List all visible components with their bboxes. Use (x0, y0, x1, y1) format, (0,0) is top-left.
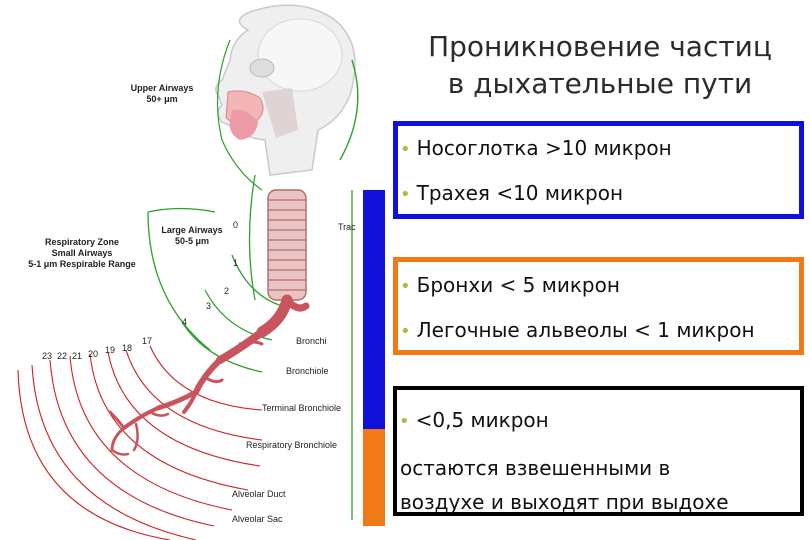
trachea-item: •Трахея <10 микрон (400, 181, 623, 205)
large-airways-title: Large Airways (161, 225, 222, 235)
generation-19: 19 (105, 345, 115, 355)
generation-17: 17 (142, 336, 152, 346)
bronchi-text: Бронхи < 5 микрон (416, 273, 620, 297)
small-particles-text: <0,5 микрон (415, 408, 549, 432)
title-line-2: в дыхательные пути (447, 67, 753, 100)
lower-zone-bar (363, 429, 385, 526)
bullet-icon: • (400, 276, 411, 297)
nasopharynx-item: •Носоглотка >10 микрон (400, 136, 672, 160)
upper-airways-label: Upper Airways 50+ μm (131, 83, 194, 104)
head-illustration (215, 4, 359, 191)
terminal-bronchiole-label: Terminal Bronchiole (262, 403, 341, 413)
zone-boundary-lines (147, 174, 353, 520)
nasopharynx-text: Носоглотка >10 микрон (416, 136, 672, 160)
respirable-range: 5-1 μm Respirable Range (28, 259, 136, 269)
trachea-text: Трахея <10 микрон (416, 181, 624, 205)
large-airways-label: Large Airways 50-5 μm (161, 225, 222, 246)
generation-21: 21 (72, 351, 82, 361)
bullet-icon: • (400, 321, 411, 342)
generation-numbers: 0 1 2 3 4 17 18 19 20 21 22 23 (42, 220, 238, 361)
generation-18: 18 (122, 343, 132, 353)
exhaled-text: воздухе и выходят при выдохе (400, 490, 729, 514)
alveolar-sac-label: Alveolar Sac (232, 514, 283, 524)
slide-title: Проникновение частиц в дыхательные пути (395, 28, 805, 102)
upper-zone-bar (363, 190, 385, 429)
suspended-text: остаются взвешенными в (400, 456, 671, 480)
respiratory-zone-label: Respiratory Zone Small Airways 5-1 μm Re… (28, 237, 136, 269)
respiratory-tract-diagram: Upper Airways 50+ μm Large Airways 50-5 … (17, 4, 359, 540)
respiratory-zone-arcs (17, 345, 263, 540)
bronchi-alveoli-box: •Бронхи < 5 микрон •Легочные альвеолы < … (393, 257, 804, 355)
small-airways-title: Small Airways (52, 248, 113, 258)
generation-23: 23 (42, 351, 52, 361)
generation-0: 0 (233, 220, 238, 230)
small-particles-item: •<0,5 микрон (399, 408, 549, 432)
airway-tree (108, 189, 310, 456)
exhaled-particles-box: •<0,5 микрон остаются взвешенными в возд… (393, 386, 804, 516)
upper-airways-title: Upper Airways (131, 83, 194, 93)
generation-4: 4 (182, 317, 187, 327)
title-line-1: Проникновение частиц (428, 30, 772, 63)
bronchiole-label: Bronchiole (286, 366, 329, 376)
generation-22: 22 (57, 351, 67, 361)
upper-airways-size: 50+ μm (146, 94, 177, 104)
bullet-icon: • (400, 139, 411, 160)
respiratory-zone-title: Respiratory Zone (45, 237, 119, 247)
bullet-icon: • (400, 184, 411, 205)
respiratory-bronchiole-label: Respiratory Bronchiole (246, 440, 337, 450)
generation-20: 20 (88, 349, 98, 359)
bronchi-item: •Бронхи < 5 микрон (400, 273, 620, 297)
alveoli-text: Легочные альвеолы < 1 микрон (416, 318, 755, 342)
trachea-label: Trac (338, 222, 356, 232)
bullet-icon: • (399, 411, 410, 432)
nasopharynx-trachea-box: •Носоглотка >10 микрон •Трахея <10 микро… (393, 121, 804, 219)
bronchi-label: Bronchi (296, 336, 327, 346)
generation-3: 3 (206, 301, 211, 311)
alveoli-item: •Легочные альвеолы < 1 микрон (400, 318, 755, 342)
generation-1: 1 (233, 258, 238, 268)
large-airways-size: 50-5 μm (175, 236, 209, 246)
alveolar-duct-label: Alveolar Duct (232, 489, 286, 499)
generation-2: 2 (224, 286, 229, 296)
